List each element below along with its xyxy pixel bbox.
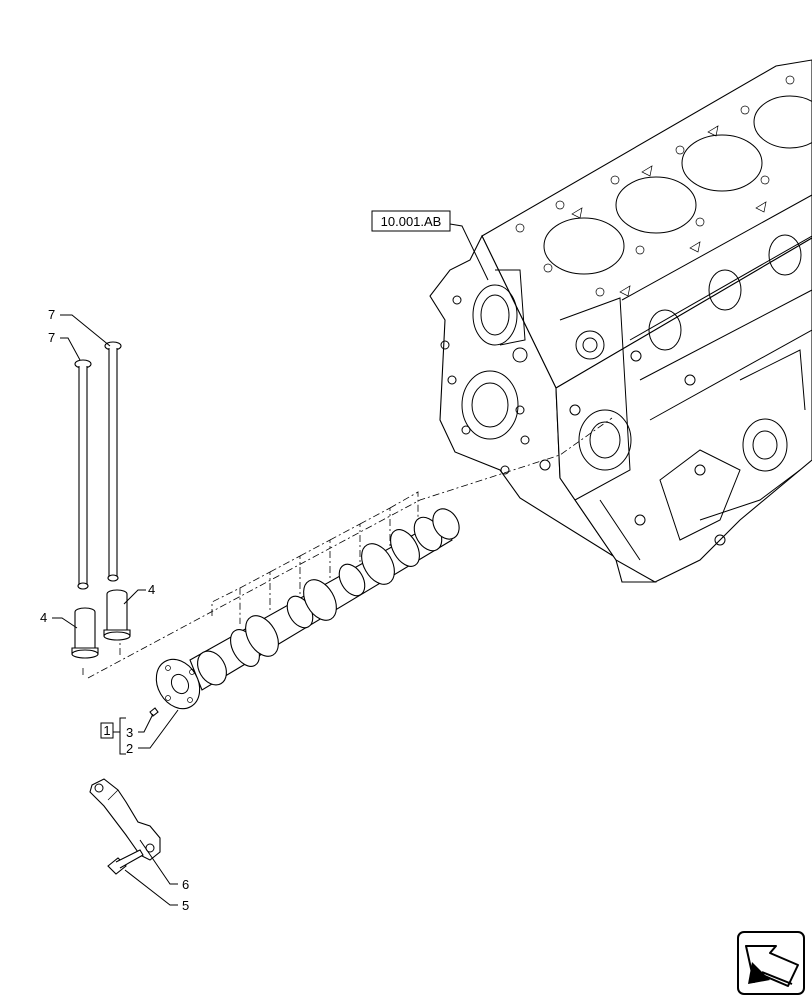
leader-lines — [52, 314, 179, 906]
pushrod-right — [104, 341, 122, 582]
callout-kit: 1 — [103, 723, 110, 738]
callout-plate: 6 — [182, 877, 189, 892]
callout-pushrod-b: 7 — [48, 330, 55, 345]
kit-box — [100, 722, 114, 739]
reference-label: 10.001.AB — [371, 210, 489, 281]
dowel-pin — [149, 707, 159, 717]
camshaft — [155, 508, 460, 710]
callout-pushrod-a: 7 — [48, 307, 55, 322]
alignment-lines — [82, 417, 613, 679]
retaining-plate — [89, 778, 161, 861]
callout-tappet-a: 4 — [40, 610, 47, 625]
callout-pin: 3 — [126, 725, 133, 740]
reference-label-text: 10.001.AB — [381, 214, 442, 229]
callout-camshaft: 2 — [126, 741, 133, 756]
tappet-left — [71, 607, 99, 659]
callout-bolt: 5 — [182, 898, 189, 913]
callout-tappet-b: 4 — [148, 582, 155, 597]
engine-block — [429, 59, 812, 583]
pushrod-left — [74, 359, 92, 590]
next-page-arrow-icon[interactable] — [737, 931, 805, 995]
bolt — [107, 849, 144, 875]
tappet-right — [103, 589, 131, 641]
